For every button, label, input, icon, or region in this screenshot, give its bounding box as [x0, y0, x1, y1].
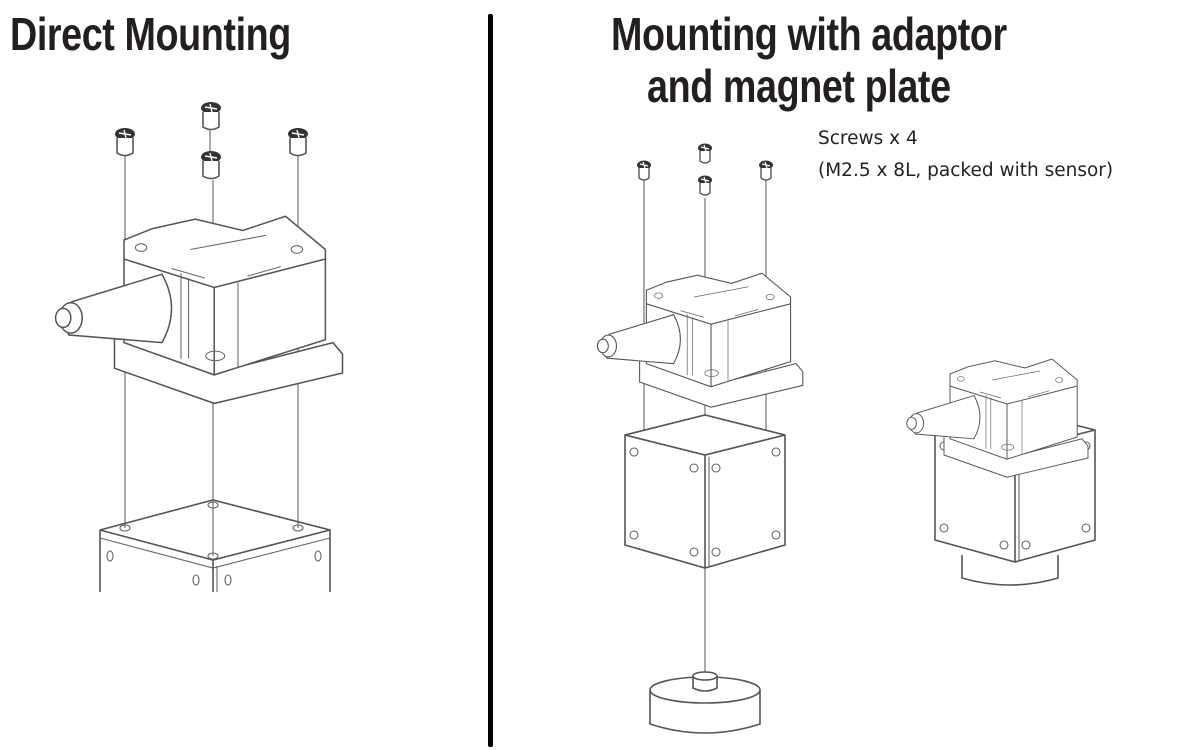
- adaptor-mounting-title-line2: and magnet plate: [647, 60, 951, 112]
- adaptor-mounting-title-line1: Mounting with adaptor: [611, 8, 1007, 60]
- adaptor-assembled-illustration: [906, 358, 1096, 586]
- screws-spec-note: (M2.5 x 8L, packed with sensor): [818, 160, 1114, 181]
- panel-divider: [488, 14, 493, 747]
- screws-count-note: Screws x 4: [818, 128, 918, 149]
- adaptor-exploded-illustration: [596, 142, 804, 734]
- direct-mounting-title: Direct Mounting: [10, 8, 291, 60]
- direct-mounting-illustration: [54, 101, 344, 592]
